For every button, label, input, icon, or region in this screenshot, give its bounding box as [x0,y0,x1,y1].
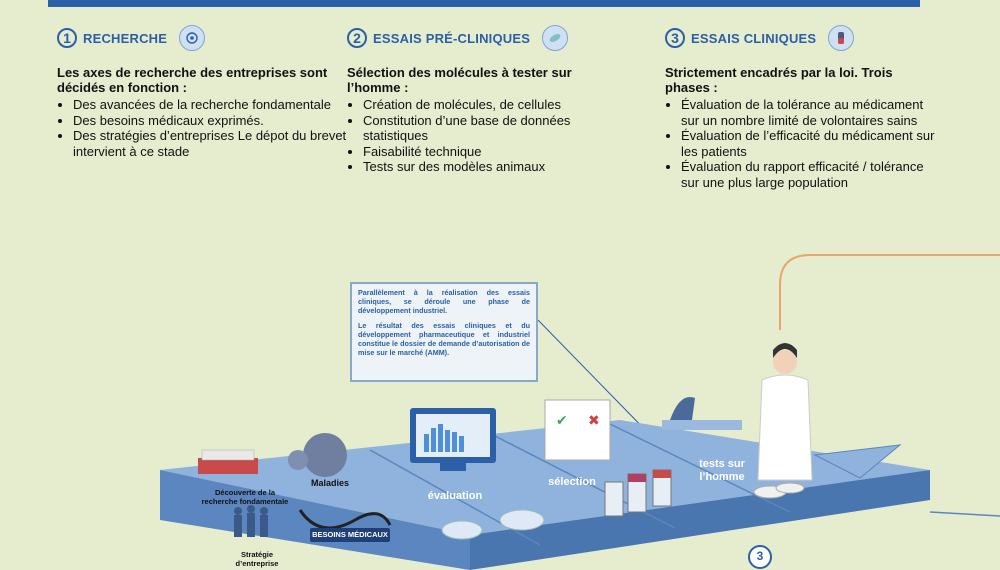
clinical-icon [828,25,855,51]
stethoscope-icon [298,509,392,530]
column-research: 1 RECHERCHE Les axes de recherche des en… [57,25,347,159]
list-item: Constitution d’une base de données stati… [363,113,617,144]
column-preclinical: 2 ESSAIS PRÉ-CLINIQUES Sélection des mol… [347,25,617,175]
svg-text:✖: ✖ [588,413,600,429]
exit-line [929,511,1000,517]
cell-icon [542,25,569,51]
top-banner [48,0,920,7]
list-item: Évaluation du rapport efficacité / tolér… [681,159,935,190]
label-strategy: Stratégie d’entreprise [235,550,279,568]
label-discovery: Découverte de la recherche fondamentale [201,488,289,506]
people-icon [234,505,268,537]
step-number: 2 [347,28,367,48]
label-evaluation: évaluation [427,490,483,502]
svg-text:✔: ✔ [556,413,568,429]
list-item: Des stratégies d’entreprises Le dépot du… [73,128,347,159]
note-paragraph: Le résultat des essais cliniques et du d… [358,321,530,357]
list-item: Création de molécules, de cellules [363,97,617,113]
research-icon [179,25,206,51]
platform-top [160,420,930,535]
note-paragraph: Parallèlement à la réalisation des essai… [358,288,530,315]
step-number: 1 [57,28,77,48]
book-icon [198,458,258,474]
vial-icon [604,481,624,517]
bullet-list: Évaluation de la tolérance au médicament… [665,97,935,190]
list-item: Des besoins médicaux exprimés. [73,113,347,129]
arrow-shape [813,444,902,479]
note-connector-line [537,319,656,441]
list-item: Tests sur des modèles animaux [363,159,617,175]
note-box: Parallèlement à la réalisation des essai… [350,282,538,382]
virus-icon [303,433,347,477]
platform-divider [494,435,676,529]
label-diseases: Maladies [310,478,350,488]
column-lead: Strictement encadrés par la loi. Trois p… [665,65,893,95]
step-badge [748,545,772,569]
list-item: Faisabilité technique [363,144,617,160]
list-item: Des avancées de la recherche fondamental… [73,97,347,113]
label-selection: sélection [548,476,596,488]
column-title: RECHERCHE [83,30,168,46]
bed-icon [662,420,742,430]
column-title: ESSAIS PRÉ-CLINIQUES [373,30,531,46]
bullet-list: Des avancées de la recherche fondamental… [57,97,347,159]
platform-divider [609,423,791,513]
column-title: ESSAIS CLINIQUES [691,30,817,46]
column-lead: Sélection des molécules à tester sur l’h… [347,65,572,95]
platform-front-side [470,470,930,570]
platform-left-side [160,470,470,570]
pill-icon [775,482,805,494]
petri-dish-icon [441,520,483,540]
label-medical-needs: BESOINS MÉDICAUX [312,530,388,539]
column-clinical: 3 ESSAIS CLINIQUES Strictement encadrés … [665,25,935,190]
list-item: Évaluation de la tolérance au médicament… [681,97,935,128]
step-badge-number: 3 [756,549,764,563]
step-number: 3 [665,28,685,48]
checklist-icon [544,399,611,461]
column-lead: Les axes de recherche des entreprises so… [57,65,328,95]
petri-dish-icon [499,509,545,531]
bullet-list: Création de molécules, de cellules Const… [347,97,617,175]
patient-icon [670,396,695,420]
orange-connector-line [779,254,1000,330]
doctor-icon [757,343,813,481]
label-human-tests: tests sur l’homme [699,458,745,483]
list-item: Évaluation de l’efficacité du médicament… [681,128,935,159]
